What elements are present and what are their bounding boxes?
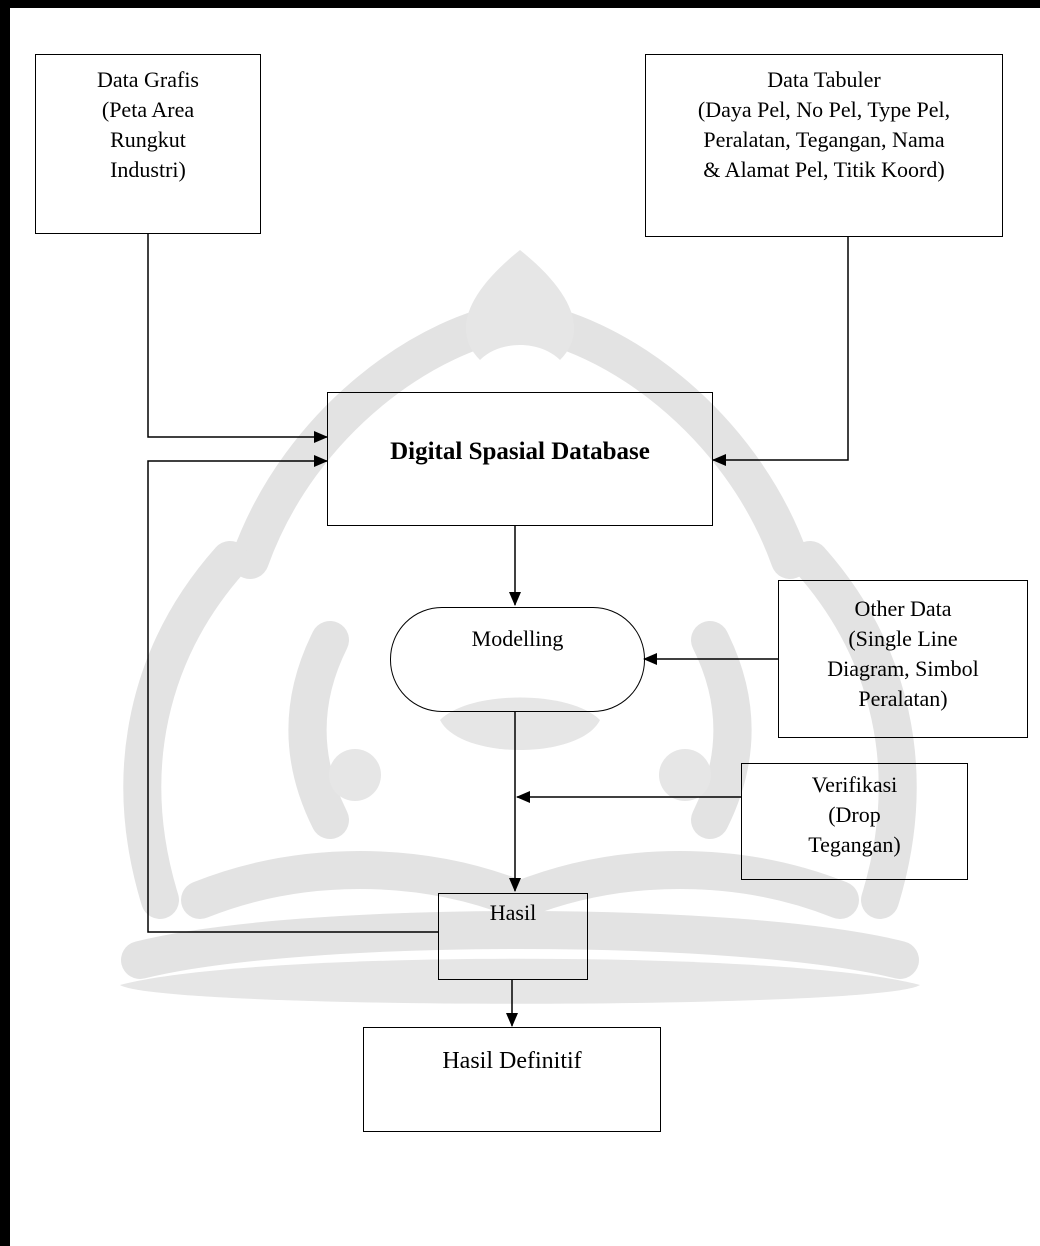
page-border-left — [0, 0, 10, 1246]
digital-spasial-database-box — [327, 392, 713, 526]
edge-hasil-feedback-to-database — [147, 455, 438, 933]
hasil-label: Hasil — [489, 900, 537, 925]
verifikasi-label: Verifikasi (Drop Tegangan) — [808, 772, 901, 857]
modelling-box — [390, 607, 645, 712]
data-grafis-box — [35, 54, 261, 234]
data-tabuler-label: Data Tabuler (Daya Pel, No Pel, Type Pel… — [697, 67, 951, 182]
hasil-definitif-box — [363, 1027, 661, 1132]
edge-data-tabuler-to-database — [712, 236, 849, 466]
verifikasi-box — [741, 763, 968, 880]
digital-spasial-database-label: Digital Spasial Database — [390, 438, 650, 465]
hasil-definitif-label: Hasil Definitif — [442, 1048, 582, 1074]
page-border-top — [0, 0, 1040, 8]
data-tabuler-box — [645, 54, 1003, 237]
modelling-label: Modelling — [471, 626, 564, 651]
data-grafis-label: Data Grafis (Peta Area Rungkut Industri) — [96, 67, 199, 182]
other-data-label: Other Data (Single Line Diagram, Simbol … — [827, 596, 979, 711]
other-data-box — [778, 580, 1028, 738]
hasil-box — [438, 893, 588, 980]
edge-data-grafis-to-database — [147, 233, 328, 443]
